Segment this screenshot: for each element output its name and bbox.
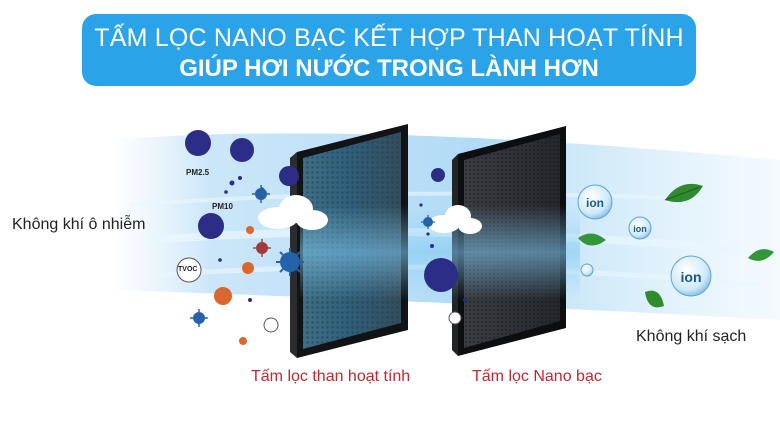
nano-silver-filter-label: Tấm lọc Nano bạc xyxy=(472,368,602,385)
formaldehyde-molecule-icon xyxy=(431,168,445,182)
formaldehyde-molecule-icon xyxy=(279,166,299,186)
pollutant-icons xyxy=(176,130,467,333)
air-streak xyxy=(129,191,721,207)
dust-particle-icon xyxy=(426,232,430,236)
virus-icon xyxy=(190,309,208,327)
polluted-air-label: Không khí ô nhiễm xyxy=(12,216,146,233)
tvoc-molecule-icon xyxy=(176,257,202,283)
leaf-icon xyxy=(664,183,703,203)
tvoc-label: TVOC xyxy=(178,266,198,273)
ion-icon: ion xyxy=(628,216,652,240)
virus-icon xyxy=(253,239,271,257)
ion-label: ion xyxy=(586,196,604,210)
virus-icon xyxy=(252,185,270,203)
activated-carbon-filter-label: Tấm lọc than hoạt tính xyxy=(251,368,411,385)
leaf-icon xyxy=(645,290,664,308)
cloud-icon xyxy=(428,205,482,234)
formaldehyde-molecule-icon xyxy=(424,258,458,292)
cloud-icon xyxy=(258,195,328,230)
headline-banner: TẤM LỌC NANO BẠC KẾT HỢP THAN HOẠT TÍNH … xyxy=(82,14,696,86)
tvoc-molecule-icon xyxy=(448,311,462,325)
methane-molecule-icon xyxy=(198,213,224,239)
headline-line-1: TẤM LỌC NANO BẠC KẾT HỢP THAN HOẠT TÍNH xyxy=(94,24,684,52)
leaf-icon xyxy=(748,249,774,261)
dust-particle-icon xyxy=(218,258,222,262)
pm10-label: PM10 xyxy=(212,202,233,211)
pm25-label: PM2.5 xyxy=(186,168,210,177)
tvoc-molecule-icon xyxy=(263,317,279,333)
ion-icon: ion xyxy=(670,255,712,297)
headline-line-2: GIÚP HƠI NƯỚC TRONG LÀNH HƠN xyxy=(179,55,599,82)
dust-particle-icon xyxy=(248,298,252,302)
formaldehyde-molecule-icon xyxy=(230,138,254,162)
dust-particle-icon xyxy=(430,244,434,248)
ion-icon xyxy=(580,263,594,277)
dust-particle-icon xyxy=(463,298,467,302)
dust-particle-icon xyxy=(238,176,242,180)
leaf-icon xyxy=(578,233,606,246)
bacteria-icon xyxy=(214,226,254,345)
formaldehyde-molecule-icon xyxy=(185,130,211,156)
virus-icon xyxy=(421,215,435,229)
dust-particle-icon xyxy=(419,203,423,207)
ion-label: ion xyxy=(681,269,702,285)
dust-particle-icon xyxy=(229,180,235,186)
ion-icon: ion xyxy=(577,184,613,220)
dust-particle-icon xyxy=(224,190,228,194)
clean-air-label: Không khí sạch xyxy=(636,328,747,345)
ion-label: ion xyxy=(633,224,647,234)
virus-icon xyxy=(276,248,304,276)
